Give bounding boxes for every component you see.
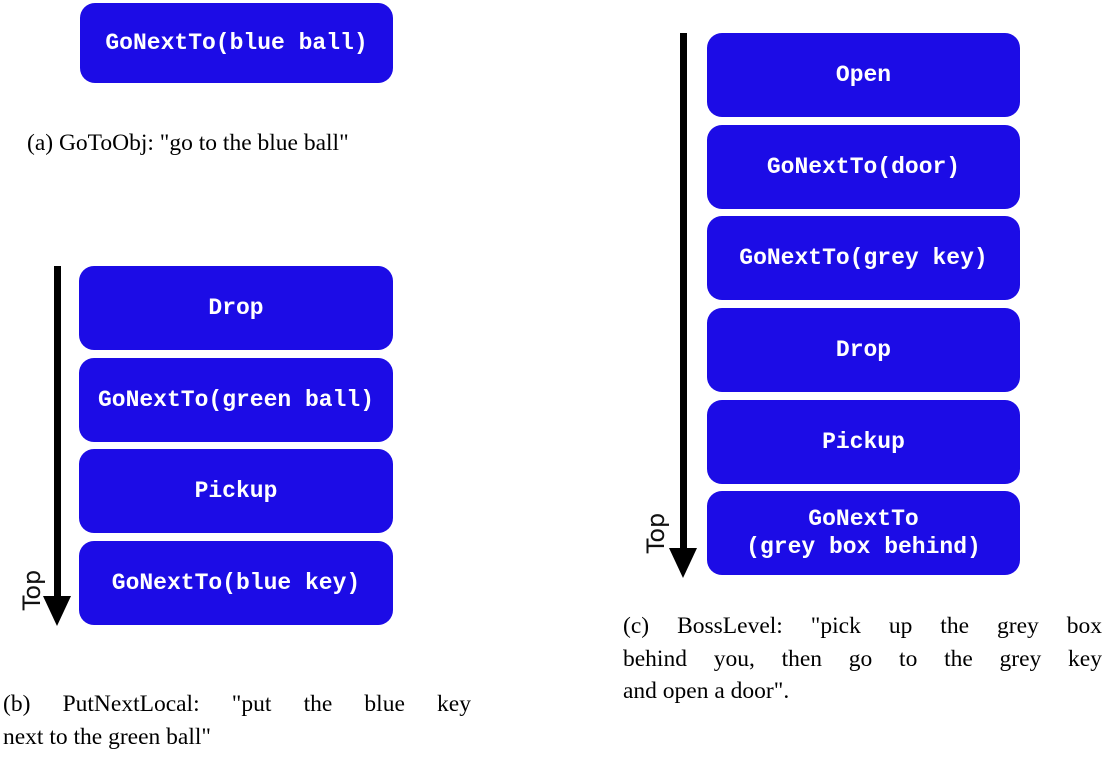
subtask-box: Pickup [707,400,1020,484]
subtask-label: GoNextTo(blue key) [111,570,361,596]
subtask-label: GoNextTo(green ball) [97,387,375,413]
subtask-box: GoNextTo(blue key) [79,541,393,625]
subtask-box: Open [707,33,1020,117]
caption-b: (b) PutNextLocal: "put the blue key next… [3,688,471,753]
subtask-label: Drop [208,295,264,321]
subtask-label: Pickup [822,429,905,455]
stack-order-arrow-head-icon [43,596,71,626]
subtask-box: GoNextTo(door) [707,125,1020,209]
subtask-box: Drop [79,266,393,350]
subtask-box: GoNextTo(grey key) [707,216,1020,300]
subtask-label: GoNextTo(door) [766,154,961,180]
subtask-label: Pickup [194,478,278,504]
subtask-box: Pickup [79,449,393,533]
subtask-box: GoNextTo (grey box behind) [707,491,1020,575]
caption-a-line: (a) GoToObj: "go to the blue ball" [27,130,349,156]
caption-c-line: behind you, then go to the grey key [623,645,1102,672]
caption-c: (c) BossLevel: "pick up the grey box beh… [623,610,1102,708]
stack-order-arrow-line [680,33,687,548]
subtask-label: (grey box behind) [746,534,981,560]
caption-b-line: next to the green ball" [3,723,211,750]
subtask-label: Open [835,62,892,88]
subtask-label: GoNextTo [808,506,919,532]
caption-c-line: (c) BossLevel: "pick up the grey box [623,613,1102,639]
subtask-label: GoNextTo(blue ball) [105,30,368,56]
subtask-label: GoNextTo(grey key) [739,245,988,271]
subtask-box: GoNextTo(blue ball) [80,3,393,83]
stack-order-arrow-head-icon [669,548,697,578]
caption-b-line: (b) PutNextLocal: "put the blue key [3,691,471,717]
subtask-box: Drop [707,308,1020,392]
caption-c-line: and open a door". [623,678,790,704]
subtask-label: Drop [835,337,892,363]
caption-a: (a) GoToObj: "go to the blue ball" [27,127,467,160]
stack-order-arrow-line [54,266,61,596]
top-label: Top [642,512,670,554]
top-label: Top [18,569,46,611]
subtask-box: GoNextTo(green ball) [79,358,393,442]
